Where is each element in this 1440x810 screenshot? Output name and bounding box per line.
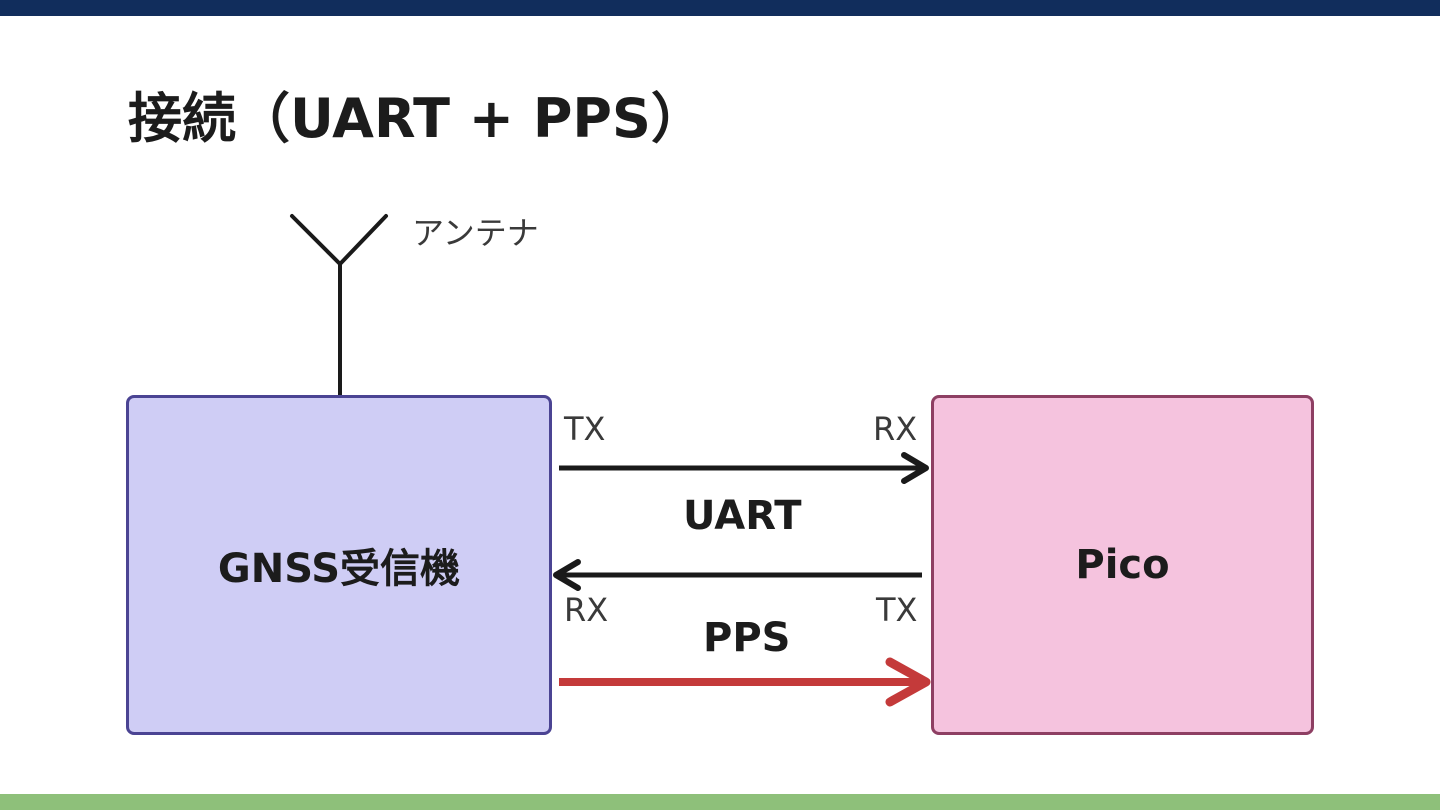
pico-rx-label: RX	[873, 410, 918, 448]
pico-label: Pico	[1075, 542, 1170, 588]
gnss-tx-label: TX	[564, 410, 606, 448]
gnss-rx-label: RX	[564, 591, 609, 629]
pico-block: Pico	[931, 395, 1314, 735]
pps-arrow	[559, 657, 931, 707]
slide-title: 接続（UART + PPS）	[128, 87, 705, 150]
uart-rx-arrow	[553, 559, 922, 591]
top-accent-bar	[0, 0, 1440, 16]
uart-label: UART	[683, 493, 802, 539]
pps-label: PPS	[703, 615, 791, 661]
uart-tx-arrow	[559, 452, 929, 484]
antenna-label: アンテナ	[412, 214, 539, 252]
antenna-icon	[290, 214, 388, 395]
gnss-receiver-label: GNSS受信機	[217, 546, 461, 592]
gnss-receiver-block: GNSS受信機	[126, 395, 552, 735]
pico-tx-label: TX	[876, 591, 918, 629]
bottom-accent-bar	[0, 794, 1440, 810]
